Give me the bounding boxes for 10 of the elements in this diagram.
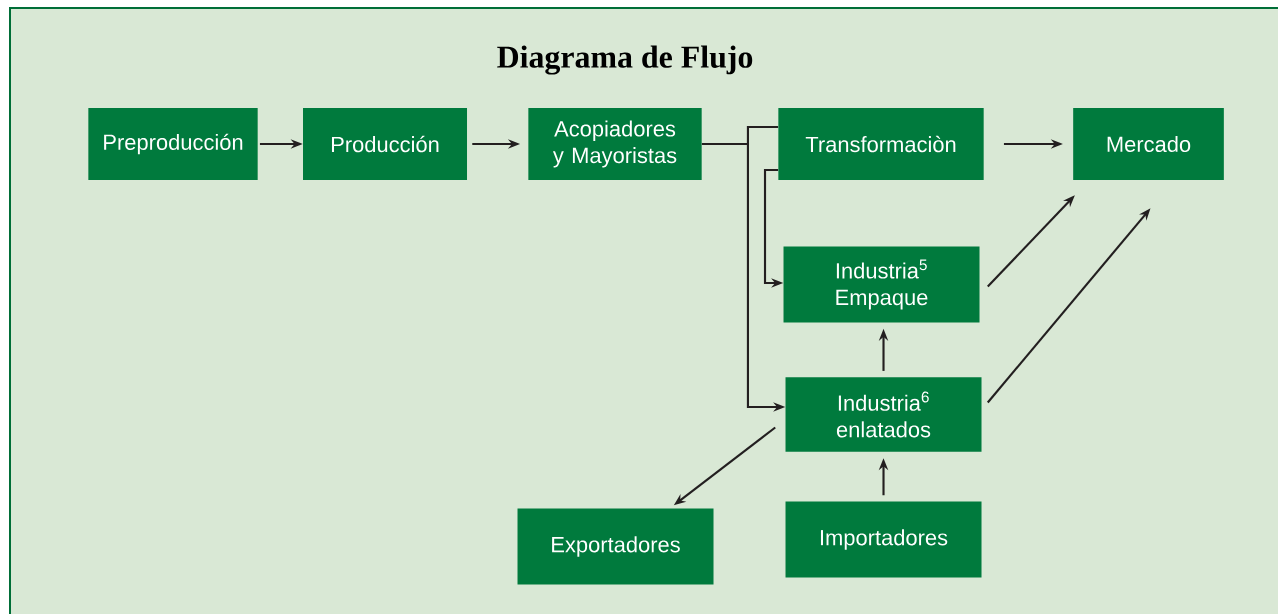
process-box: Industria$^{6}$ enlatados [785,377,982,452]
title: Diagrama de Flujo [497,45,753,75]
process-box: Industria$^{5}$ Empaque [783,246,980,323]
process-box: Acopiadores y Mayoristas [528,108,702,180]
process-box: Mercado [1073,108,1224,180]
process-box: Preproducción [88,108,258,180]
process-box: Importadores [785,501,982,578]
process-box: Exportadores [517,508,714,585]
process-box: Transformaciòn [778,108,984,180]
process-box: Producción [303,108,467,180]
